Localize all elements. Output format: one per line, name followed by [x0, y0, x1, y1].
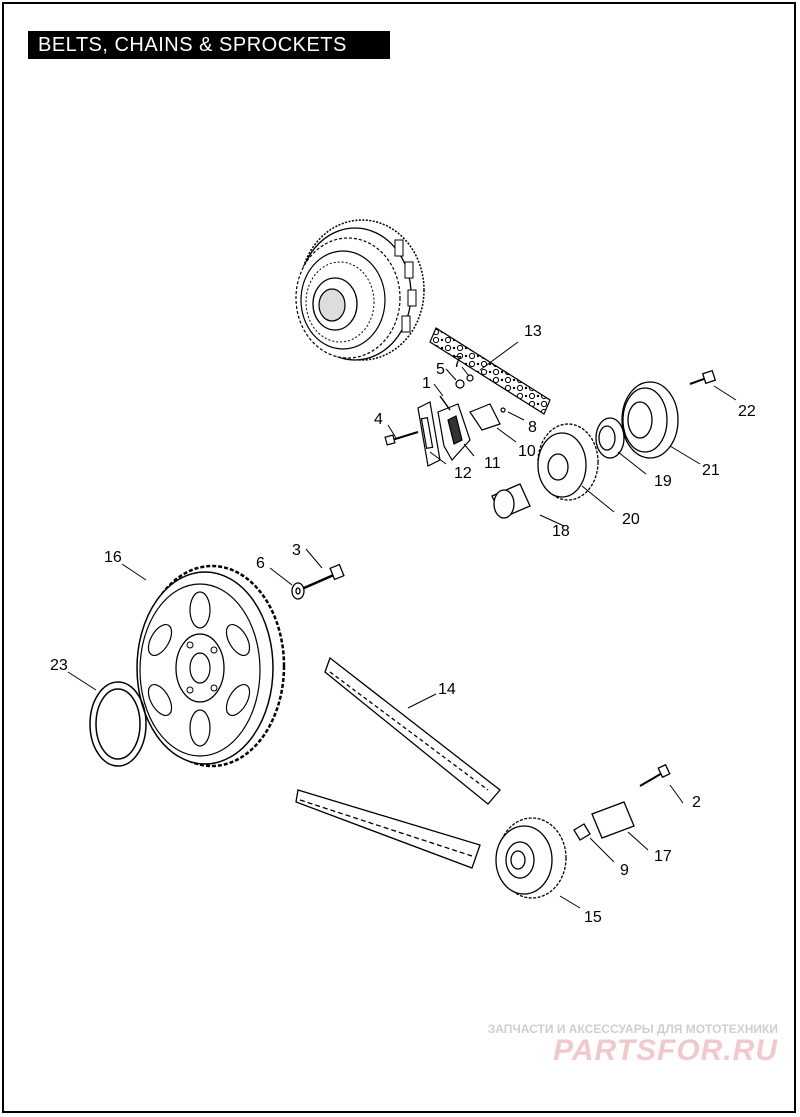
callout-19: 19: [654, 473, 672, 490]
bolt-and-washer: [291, 563, 345, 600]
callout-10: 10: [518, 443, 536, 460]
callout-11: 11: [484, 455, 501, 472]
watermark-logo: PARTSFOR.RU: [553, 1034, 778, 1067]
callout-7: 7: [453, 354, 462, 371]
callout-13: 13: [524, 323, 542, 340]
watermark-caption: ЗАПЧАСТИ И АКСЕССУАРЫ ДЛЯ МОТОТЕХНИКИ: [487, 1022, 778, 1036]
callout-labels: 1 2 3 4 5 6 7 8 9 10 11 12 13 14 15 16 1…: [50, 323, 756, 926]
callout-17: 17: [654, 848, 672, 865]
callout-21: 21: [702, 462, 720, 479]
engine-sprocket-group: [491, 369, 717, 519]
callout-2: 2: [692, 794, 701, 811]
callout-15: 15: [584, 909, 602, 926]
title-bar: BELTS, CHAINS & SPROCKETS: [28, 31, 390, 59]
callout-6: 6: [256, 555, 265, 572]
transmission-sprocket-group: [495, 763, 671, 899]
callout-22: 22: [738, 403, 756, 420]
drive-belt: [295, 656, 501, 869]
leader-lines: [67, 341, 737, 909]
bolt-4: [391, 431, 419, 441]
rear-belt-sprocket: [136, 564, 286, 768]
callout-12: 12: [454, 465, 472, 482]
callout-8: 8: [528, 419, 537, 436]
callout-9: 9: [620, 862, 629, 879]
adjuster-shoe: [469, 403, 501, 431]
callout-23: 23: [50, 657, 68, 674]
callout-16: 16: [104, 549, 122, 566]
callout-4: 4: [374, 411, 383, 428]
callout-1: 1: [422, 375, 431, 392]
page-title: BELTS, CHAINS & SPROCKETS: [38, 34, 347, 56]
clutch-assembly: [295, 219, 425, 361]
primary-chain: [429, 327, 551, 415]
callout-5: 5: [436, 361, 445, 378]
callout-3: 3: [292, 542, 301, 559]
isolator-ring: [89, 681, 147, 767]
chain-adjuster-parts: [384, 374, 506, 467]
callout-14: 14: [438, 681, 456, 698]
callout-20: 20: [622, 511, 640, 528]
callout-18: 18: [552, 523, 570, 540]
